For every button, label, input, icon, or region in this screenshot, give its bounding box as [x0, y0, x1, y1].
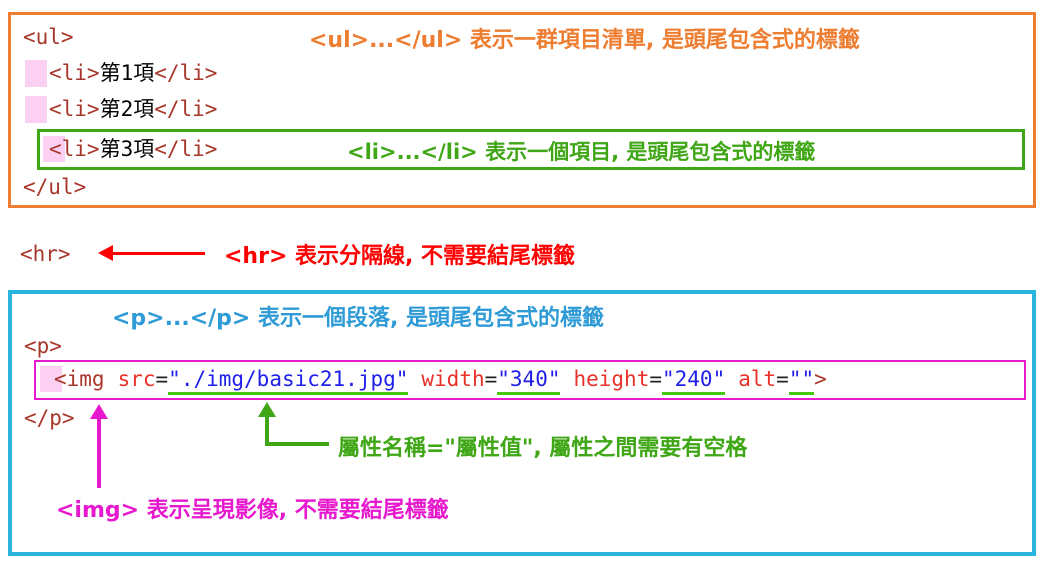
li-highlight-box [37, 129, 1025, 170]
indent-highlight [43, 136, 65, 162]
li-open-tag: <li> [49, 137, 100, 161]
img-tag-end: > [814, 367, 827, 391]
attr-value-alt: "" [788, 367, 815, 395]
attr-arrow-foot [265, 442, 329, 446]
attr-arrow [258, 402, 276, 446]
arrow-shaft [97, 419, 101, 488]
li-close-tag: </li> [154, 97, 218, 121]
attr-name-height: height [573, 367, 650, 391]
hr-arrow [98, 245, 205, 261]
li-text: 第2項 [99, 97, 155, 121]
li-open-tag: <li> [49, 97, 100, 121]
ul-annotation: <ul>...</ul> 表示一群項目清單, 是頭尾包含式的標籤 [309, 28, 860, 53]
li-annotation: <li>...</li> 表示一個項目, 是頭尾包含式的標籤 [347, 140, 816, 164]
arrow-head-left-icon [98, 245, 113, 261]
attr-name-alt: alt [738, 367, 777, 391]
li-open-tag: <li> [49, 61, 100, 85]
equals-sign: = [155, 367, 169, 391]
indent-highlight [25, 60, 47, 87]
p-annotation: <p>...</p> 表示一個段落, 是頭尾包含式的標籤 [112, 306, 605, 331]
ul-open-tag: <ul> [23, 25, 74, 49]
indent-highlight [25, 96, 47, 123]
code-line-li-1: <li>第1項</li> [49, 59, 217, 87]
p-code-panel: <p>...</p> 表示一個段落, 是頭尾包含式的標籤 <p> <img src… [8, 290, 1036, 556]
attr-annotation: 屬性名稱="屬性值", 屬性之間需要有空格 [338, 436, 748, 461]
img-arrow [90, 404, 108, 488]
equals-sign: = [649, 367, 662, 391]
p-open-tag: <p> [24, 334, 62, 358]
equals-sign: = [776, 367, 789, 391]
ul-close-tag: </ul> [23, 175, 87, 199]
hr-annotation: <hr> 表示分隔線, 不需要結尾標籤 [224, 244, 576, 269]
attr-value-src: "./img/basic21.jpg" [168, 367, 409, 395]
attr-name-width: width [421, 367, 485, 391]
arrow-shaft [113, 251, 205, 255]
attr-value-height: "240" [662, 367, 726, 395]
li-close-tag: </li> [154, 61, 218, 85]
hr-tag: <hr> [20, 242, 71, 266]
attr-value-width: "340" [497, 367, 561, 395]
li-text: 第1項 [99, 61, 155, 85]
li-text: 第3項 [99, 137, 155, 161]
attr-name-src: src [117, 367, 156, 391]
indent-highlight [40, 366, 62, 392]
code-line-li-3: <li>第3項</li> [49, 135, 217, 163]
p-close-tag: </p> [24, 406, 75, 430]
arrow-head-up-icon [258, 402, 276, 417]
code-p-close: </p> [24, 404, 75, 432]
code-line-ul-open: <ul> [23, 23, 74, 51]
ul-code-panel: <ul> <ul>...</ul> 表示一群項目清單, 是頭尾包含式的標籤 <l… [8, 12, 1036, 208]
img-highlight-box [34, 360, 1026, 400]
code-line-ul-close: </ul> [23, 173, 86, 201]
arrow-shaft [265, 417, 269, 446]
code-p-open: <p> [24, 332, 62, 360]
li-close-tag: </li> [154, 137, 218, 161]
img-annotation: <img> 表示呈現影像, 不需要結尾標籤 [56, 498, 449, 523]
equals-sign: = [484, 367, 498, 391]
code-line-li-2: <li>第2項</li> [49, 95, 217, 123]
img-open-tag: <img [54, 367, 105, 391]
arrow-head-up-icon [90, 404, 108, 419]
code-hr: <hr> [20, 240, 71, 268]
